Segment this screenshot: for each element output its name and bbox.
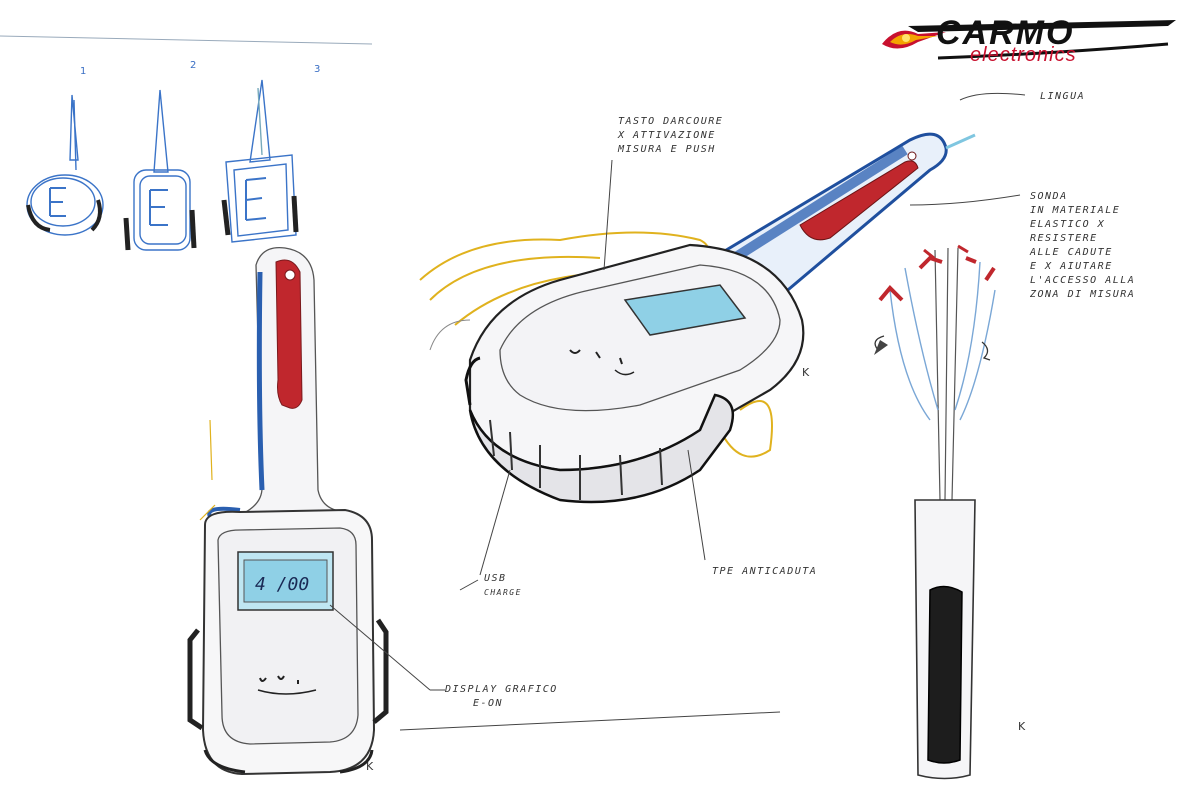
sketch-number-1: 1 xyxy=(80,66,87,77)
note-usb: USB CHARGE xyxy=(484,573,522,597)
perspective-view-device xyxy=(419,132,976,504)
note-linguetta: LINGUA xyxy=(1040,91,1086,102)
sketch-number-3: 3 xyxy=(314,64,321,75)
display-reading: 4 /00 xyxy=(255,574,309,595)
logo-swoosh xyxy=(908,20,1176,60)
probe-grip xyxy=(927,585,963,764)
thumbnail-sketch-1 xyxy=(26,94,104,236)
brand-name: CARMO xyxy=(936,14,1075,52)
signature-perspective: K xyxy=(802,366,810,379)
thumbnail-sketch-3 xyxy=(221,79,299,243)
note-display: DISPLAY GRAFICO E-ON xyxy=(445,684,558,709)
guide-line xyxy=(0,35,373,45)
leader-lines xyxy=(329,92,1026,731)
note-sonda: SONDA IN MATERIALE ELASTICO X RESISTERE … xyxy=(1030,191,1136,300)
perspective-display xyxy=(623,284,747,336)
probe-red-tip xyxy=(275,259,303,409)
note-tpe: TPE ANTICADUTA xyxy=(712,566,818,577)
tpe-bumper xyxy=(468,393,735,504)
front-view-device: 4 /00 xyxy=(187,246,389,776)
signature-detail: K xyxy=(1018,720,1026,733)
signature-front: K xyxy=(366,760,374,773)
hand-sketch xyxy=(419,231,773,458)
sketch-number-2: 2 xyxy=(190,60,197,71)
brand-tagline: electronics xyxy=(970,44,1077,66)
flame-icon xyxy=(882,30,946,49)
note-tasto: TASTO DARCOURE X ATTIVAZIONE MISURA E PU… xyxy=(618,116,724,155)
probe-detail-view xyxy=(874,244,996,780)
perspective-red-tip xyxy=(799,160,919,241)
thumbnail-sketch-2 xyxy=(123,89,197,251)
brand-logo: CARMO electronics xyxy=(878,14,1178,70)
